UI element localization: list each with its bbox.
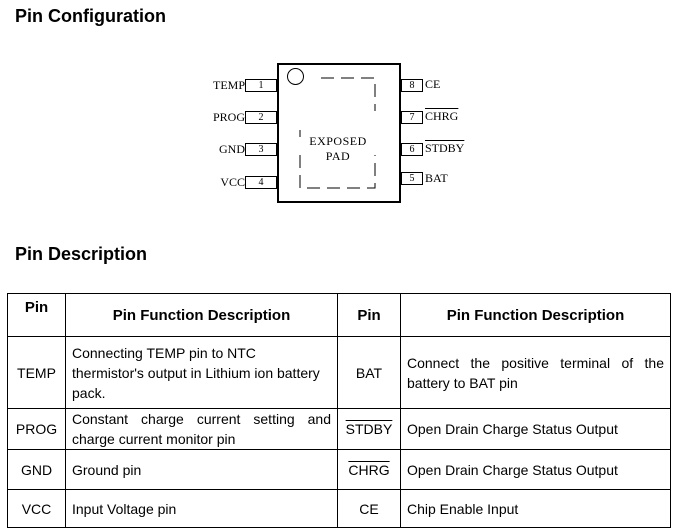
pin-name-chrg: CHRG bbox=[425, 109, 459, 123]
pin-cell: STDBY bbox=[337, 408, 401, 450]
pin-7-lead: 7 bbox=[401, 111, 423, 124]
description-cell: Chip Enable Input bbox=[400, 489, 671, 528]
pin-cell: BAT bbox=[337, 336, 401, 409]
description-cell: Ground pin bbox=[65, 449, 338, 490]
pin-6-lead: 6 bbox=[401, 143, 423, 156]
description-cell: Open Drain Charge Status Output bbox=[400, 408, 671, 450]
pin1-indicator-dot bbox=[287, 68, 304, 85]
pin-description-table: Pin Pin Function Description Pin Pin Fun… bbox=[7, 293, 671, 528]
pin-2-lead: 2 bbox=[245, 111, 277, 124]
description-cell: Constant charge current setting and char… bbox=[65, 408, 338, 450]
table-row: GND Ground pin CHRG Open Drain Charge St… bbox=[7, 449, 671, 490]
description-cell: Input Voltage pin bbox=[65, 489, 338, 528]
exposed-pad-outline bbox=[299, 77, 376, 189]
description-cell: Connect the positive terminal of the bat… bbox=[400, 336, 671, 409]
table-row: TEMP Connecting TEMP pin to NTC thermist… bbox=[7, 336, 671, 409]
header-pin-1: Pin bbox=[7, 293, 66, 337]
pin-cell: VCC bbox=[7, 489, 66, 528]
header-function-2: Pin Function Description bbox=[400, 293, 671, 337]
pin-3-lead: 3 bbox=[245, 143, 277, 156]
pin-name-temp: TEMP bbox=[212, 78, 245, 92]
exposed-pad-label: EXPOSED PAD bbox=[309, 134, 367, 163]
pin-cell: PROG bbox=[7, 408, 66, 450]
pin-cell: TEMP bbox=[7, 336, 66, 409]
pin-name-gnd: GND bbox=[219, 142, 245, 156]
pin-description-heading: Pin Description bbox=[15, 244, 148, 264]
header-function-1: Pin Function Description bbox=[65, 293, 338, 337]
pin-5-lead: 5 bbox=[401, 172, 423, 185]
pin-cell: CHRG bbox=[337, 449, 401, 490]
pin-name-ce: CE bbox=[425, 77, 441, 91]
description-cell: Connecting TEMP pin to NTC thermistor's … bbox=[65, 336, 338, 409]
table-row: PROG Constant charge current setting and… bbox=[7, 408, 671, 450]
pin-configuration-diagram: EXPOSED PAD TEMP 1 PROG 2 GND 3 VCC 4 8 … bbox=[210, 60, 470, 210]
header-pin-2: Pin bbox=[337, 293, 401, 337]
ic-package-outline: EXPOSED PAD bbox=[277, 63, 401, 203]
description-cell: Open Drain Charge Status Output bbox=[400, 449, 671, 490]
pin-name-stdby: STDBY bbox=[425, 141, 465, 155]
pin-name-vcc: VCC bbox=[220, 175, 245, 189]
pin-configuration-heading: Pin Configuration bbox=[15, 6, 166, 26]
pin-name-prog: PROG bbox=[212, 110, 245, 124]
pin-name-bat: BAT bbox=[425, 171, 448, 185]
table-header-row: Pin Pin Function Description Pin Pin Fun… bbox=[7, 293, 671, 337]
pin-cell: GND bbox=[7, 449, 66, 490]
pin-8-lead: 8 bbox=[401, 79, 423, 92]
exposed-pad: EXPOSED PAD bbox=[299, 75, 377, 191]
table-row: VCC Input Voltage pin CE Chip Enable Inp… bbox=[7, 489, 671, 528]
pin-4-lead: 4 bbox=[245, 176, 277, 189]
pin-cell: CE bbox=[337, 489, 401, 528]
pin-1-lead: 1 bbox=[245, 79, 277, 92]
